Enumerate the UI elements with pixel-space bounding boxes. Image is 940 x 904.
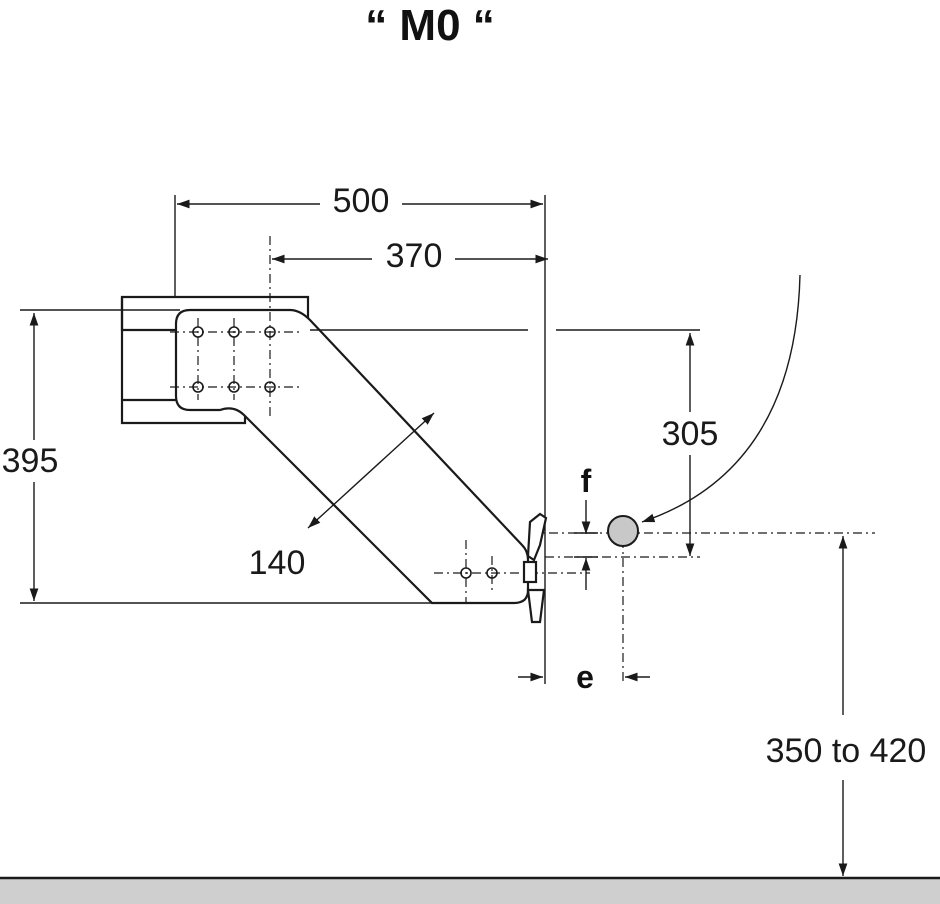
- drain-pipe: [607, 274, 801, 547]
- dimension-350-to-420-label: 350 to 420: [766, 732, 927, 770]
- dimension-395-label: 395: [2, 442, 59, 480]
- wall-bracket: [522, 512, 548, 624]
- dimension-140: 140: [249, 412, 435, 582]
- dimension-f: f: [574, 463, 598, 590]
- extension-lines: [20, 195, 700, 604]
- dimension-395: 395: [2, 313, 59, 601]
- dimension-e: e: [518, 659, 650, 695]
- drawing-title: “ M0 “: [365, 1, 495, 50]
- dimension-500: 500: [177, 182, 543, 220]
- dimension-370: 370: [272, 237, 548, 275]
- floor: [0, 876, 940, 904]
- dimension-f-label: f: [581, 463, 592, 499]
- dimension-e-label: e: [576, 659, 594, 695]
- dimension-305-label: 305: [662, 415, 719, 453]
- dimension-305: 305: [662, 333, 719, 556]
- connector-body: [120, 295, 530, 605]
- dimension-350-to-420: 350 to 420: [766, 536, 927, 876]
- dimension-500-label: 500: [333, 182, 390, 220]
- dimension-140-label: 140: [249, 544, 306, 582]
- dimension-370-label: 370: [386, 237, 443, 275]
